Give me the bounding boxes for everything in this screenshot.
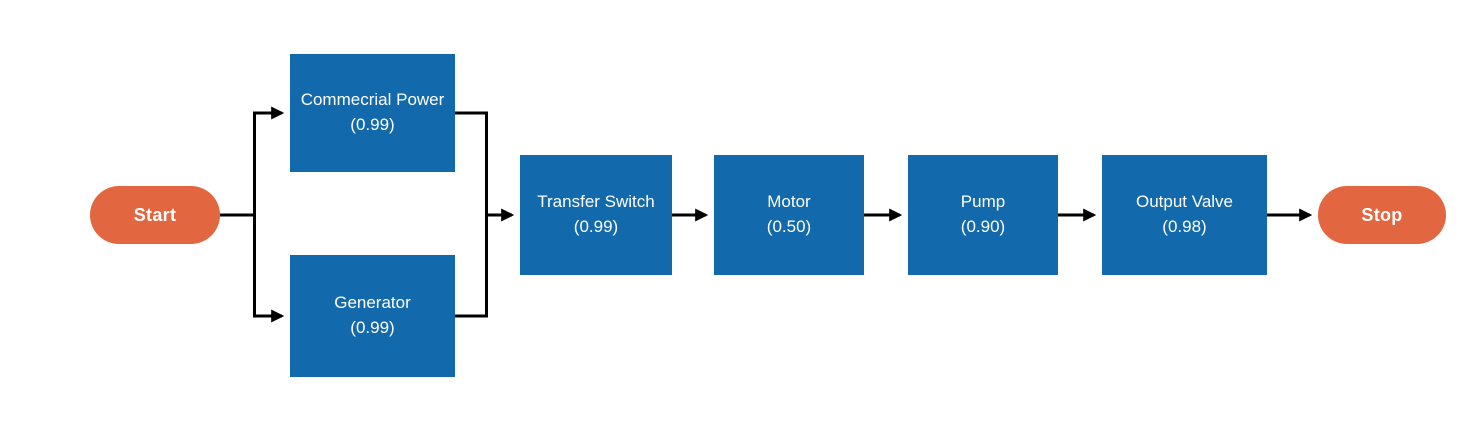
start-label: Start bbox=[133, 204, 177, 225]
block-motor: Motor (0.50) bbox=[714, 155, 864, 275]
stop-node: Stop bbox=[1318, 186, 1446, 244]
block-output-valve: Output Valve (0.98) bbox=[1102, 155, 1267, 275]
block-probability: (0.90) bbox=[960, 217, 1006, 236]
block-title: Transfer Switch bbox=[537, 192, 655, 212]
block-title: Output Valve bbox=[1135, 192, 1234, 212]
block-title: Pump bbox=[960, 192, 1006, 212]
block-title: Motor bbox=[767, 192, 811, 212]
block-probability: (0.99) bbox=[573, 217, 619, 236]
block-title: Commecrial Power bbox=[300, 90, 445, 110]
block-generator: Generator (0.99) bbox=[290, 255, 455, 377]
block-probability: (0.99) bbox=[350, 318, 395, 337]
connector-commercial-power-to-transfer-switch bbox=[455, 111, 515, 222]
block-pump: Pump (0.90) bbox=[908, 155, 1058, 275]
block-transfer-switch: Transfer Switch (0.99) bbox=[520, 155, 672, 275]
block-commercial-power: Commecrial Power (0.99) bbox=[290, 54, 455, 172]
connector-start-to-generator bbox=[253, 215, 285, 323]
block-title: Generator bbox=[334, 293, 411, 313]
start-node: Start bbox=[90, 186, 220, 244]
stop-label: Stop bbox=[1361, 204, 1403, 225]
block-probability: (0.50) bbox=[766, 217, 812, 236]
connector-start-to-commercial-power bbox=[220, 106, 285, 217]
block-probability: (0.99) bbox=[350, 115, 395, 134]
block-probability: (0.98) bbox=[1162, 217, 1207, 236]
connector-generator-to-merge bbox=[455, 215, 488, 318]
